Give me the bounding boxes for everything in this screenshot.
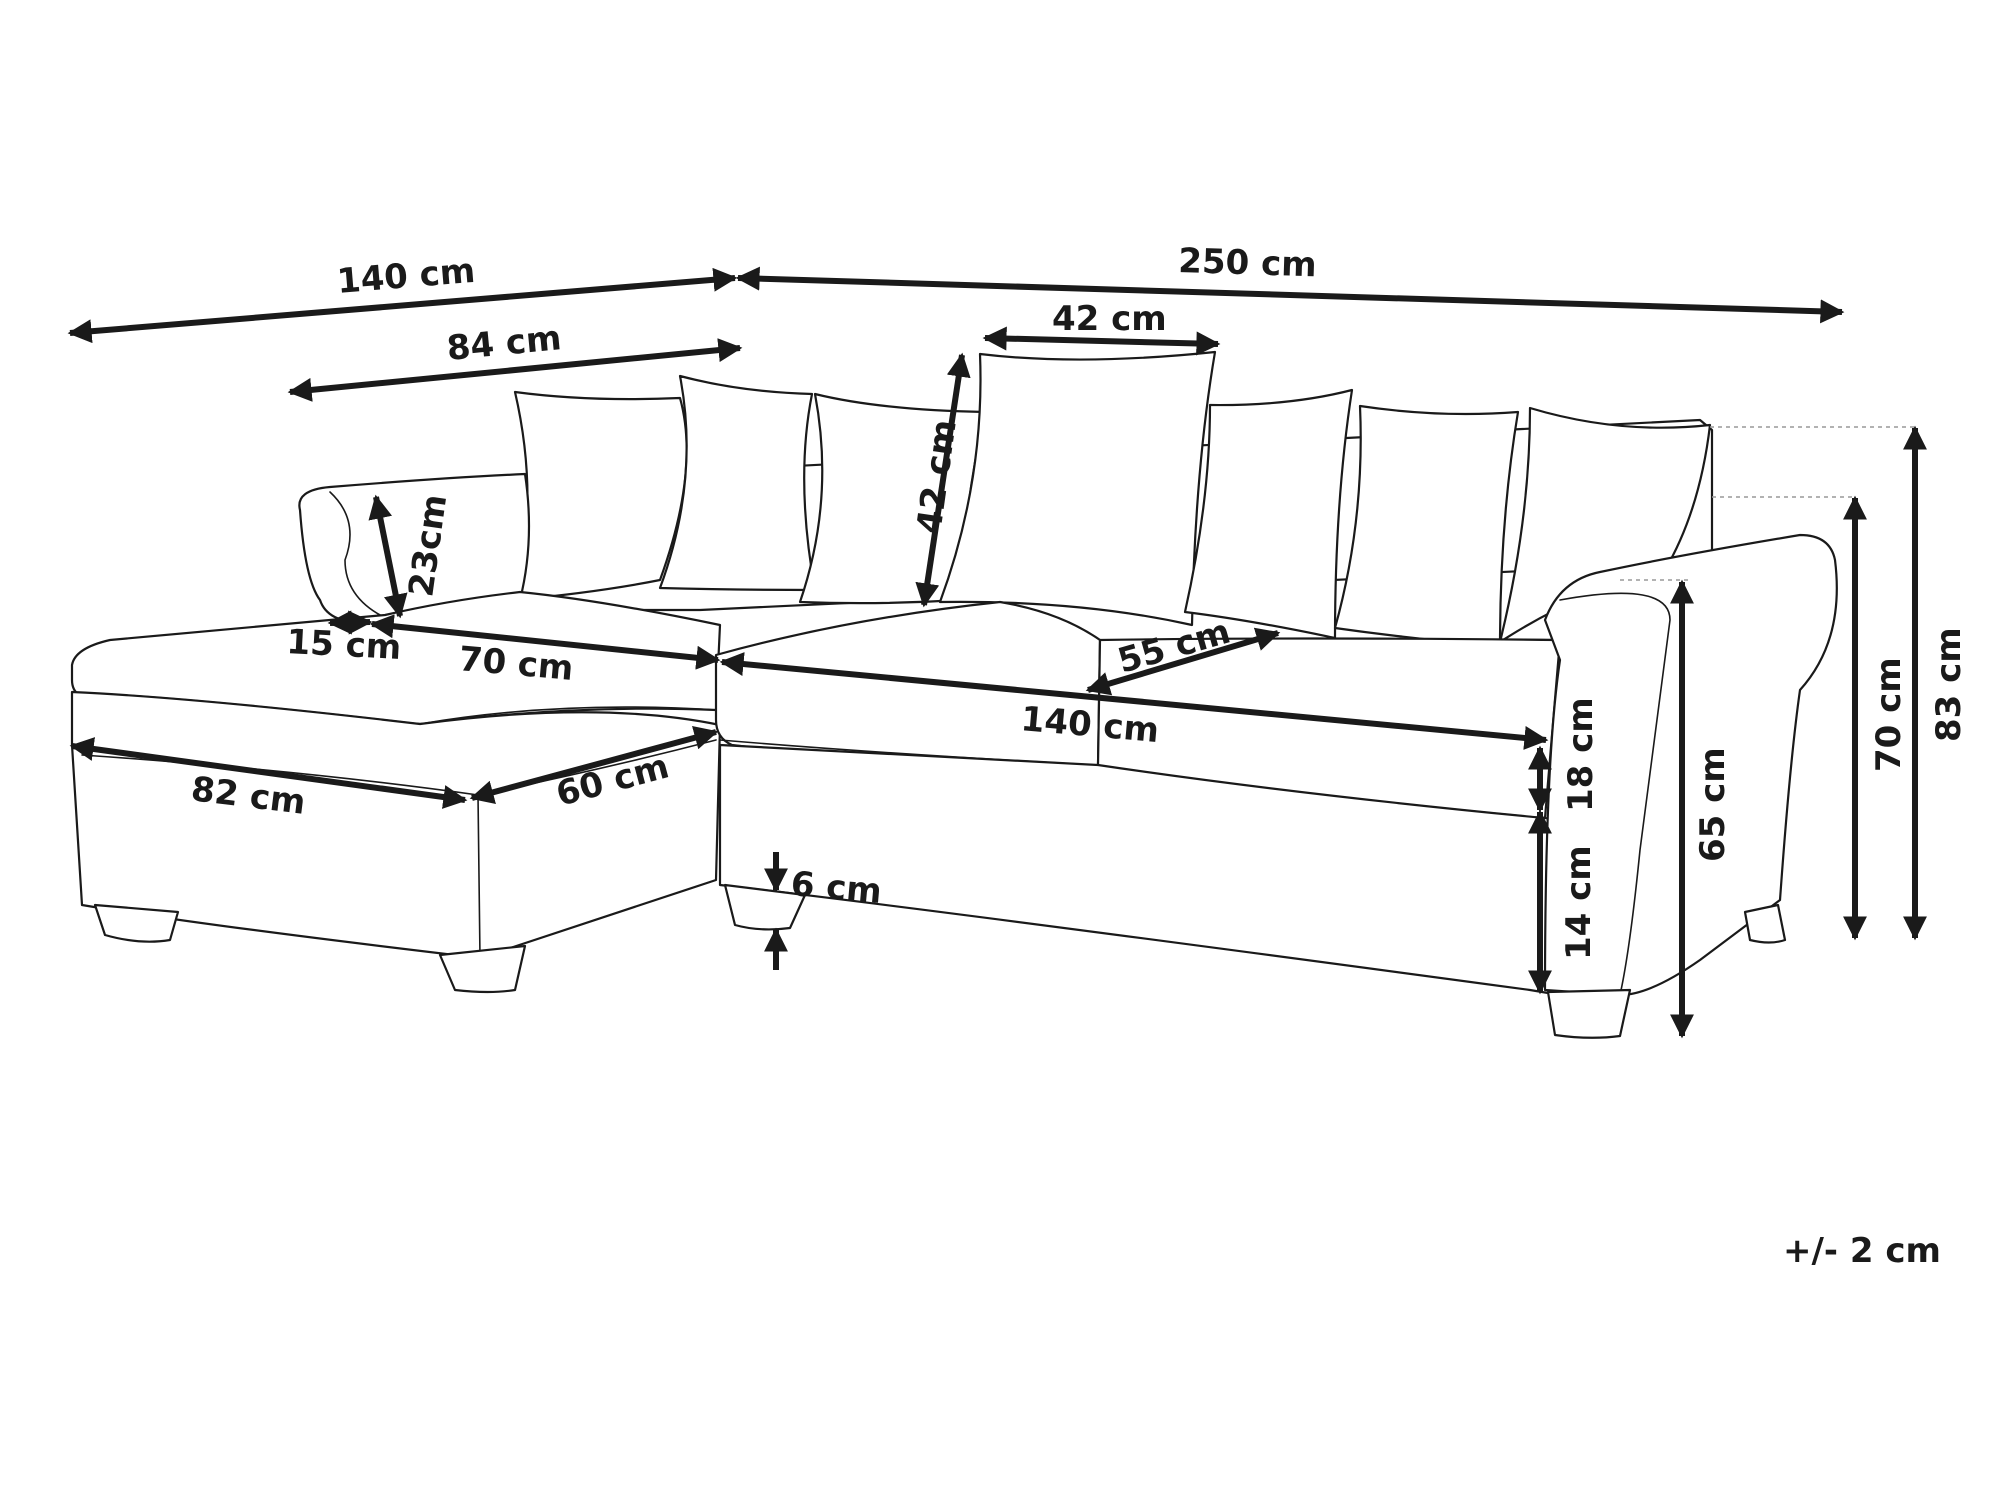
dimension-arrows [67, 266, 1927, 1039]
label-leg-height: 6 cm [789, 864, 883, 912]
label-seat-cushion-height: 18 cm [1561, 697, 1601, 812]
arrow-seat-width [719, 652, 1549, 750]
arrow-total-width [735, 266, 1845, 324]
arrow-cushion-height [915, 352, 971, 608]
arrow-armrest-width [327, 610, 373, 635]
back-cushion-1 [513, 390, 688, 602]
left-armrest [298, 472, 531, 624]
arrow-chaise-width-back [287, 338, 743, 402]
label-total-height: 83 cm [1929, 627, 1969, 742]
label-total-depth: 140 cm [335, 251, 476, 302]
label-cushion-width: 42 cm [1052, 299, 1167, 339]
arrow-chaise-side [469, 726, 719, 804]
back-cushion-4-large [938, 350, 1217, 627]
label-base-height: 14 cm [1559, 845, 1599, 960]
leg-chaise-right [438, 944, 527, 994]
sofa-main-base [718, 743, 1567, 997]
tolerance-note: +/- 2 cm [1783, 1231, 1941, 1271]
dimension-labels: 140 cm 250 cm 84 cm 42 cm 42 cm 23cm 15 … [189, 241, 1969, 960]
back-cushion-6 [1333, 404, 1520, 648]
arrow-cushion-width [982, 326, 1221, 356]
label-armrest-width: 15 cm [286, 622, 403, 668]
label-back-height: 70 cm [1869, 657, 1909, 772]
arrow-chaise-front-width [69, 737, 468, 809]
back-cushion-5 [1183, 388, 1354, 640]
label-total-width: 250 cm [1178, 241, 1318, 285]
arrow-seat-depth [1085, 627, 1281, 696]
leg-main-right [1546, 988, 1632, 1039]
label-arm-height: 65 cm [1693, 747, 1733, 862]
arrow-total-depth [67, 267, 738, 344]
leg-chaise-left [93, 903, 180, 943]
leg-back-right [1743, 903, 1787, 944]
arrow-chaise-seat-depth [369, 614, 721, 670]
arrow-armrest-height [368, 494, 408, 619]
label-chaise-seat-depth: 70 cm [457, 639, 575, 689]
label-chaise-width-back: 84 cm [445, 318, 563, 369]
